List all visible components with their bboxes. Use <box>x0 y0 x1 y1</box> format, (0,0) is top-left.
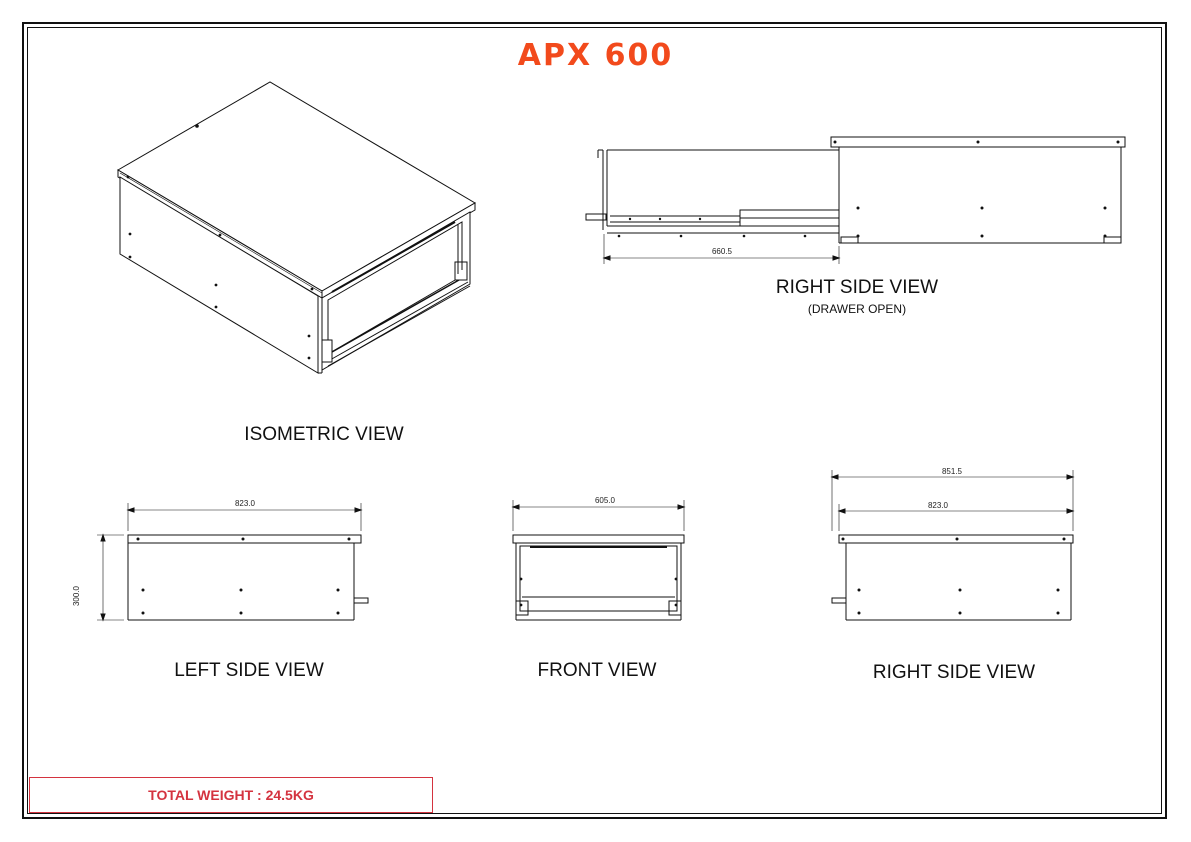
dimension-text-open-depth: 660.5 <box>712 247 733 256</box>
right-side-view-drawing <box>830 470 1075 621</box>
right-side-view-label: RIGHT SIDE VIEW <box>872 662 1036 683</box>
dimension-text-right-overall: 851.5 <box>942 467 963 476</box>
dimension-text-left-height: 300.0 <box>72 585 81 606</box>
dimension-text-left-width: 823.0 <box>235 499 256 508</box>
front-view-label: FRONT VIEW <box>537 660 657 681</box>
right-side-open-view-sublabel: (DRAWER OPEN) <box>807 302 907 316</box>
left-side-view-drawing <box>97 503 369 622</box>
total-weight-text: TOTAL WEIGHT : 24.5KG <box>148 787 314 803</box>
drawing-outer-border <box>22 22 1167 819</box>
dimension-text-front-width: 605.0 <box>595 496 616 505</box>
drawing-title: APX 600 <box>517 38 674 73</box>
drawing-inner-border <box>27 27 1162 814</box>
isometric-view-label: ISOMETRIC VIEW <box>244 424 404 445</box>
right-side-open-view-drawing <box>585 136 1126 264</box>
front-view-drawing <box>511 500 686 621</box>
left-side-view-label: LEFT SIDE VIEW <box>174 660 324 681</box>
right-side-open-view-label: RIGHT SIDE VIEW <box>775 277 939 298</box>
dimension-text-right-body: 823.0 <box>928 501 949 510</box>
isometric-view-drawing <box>117 81 476 374</box>
total-weight-box: TOTAL WEIGHT : 24.5KG <box>29 777 433 813</box>
